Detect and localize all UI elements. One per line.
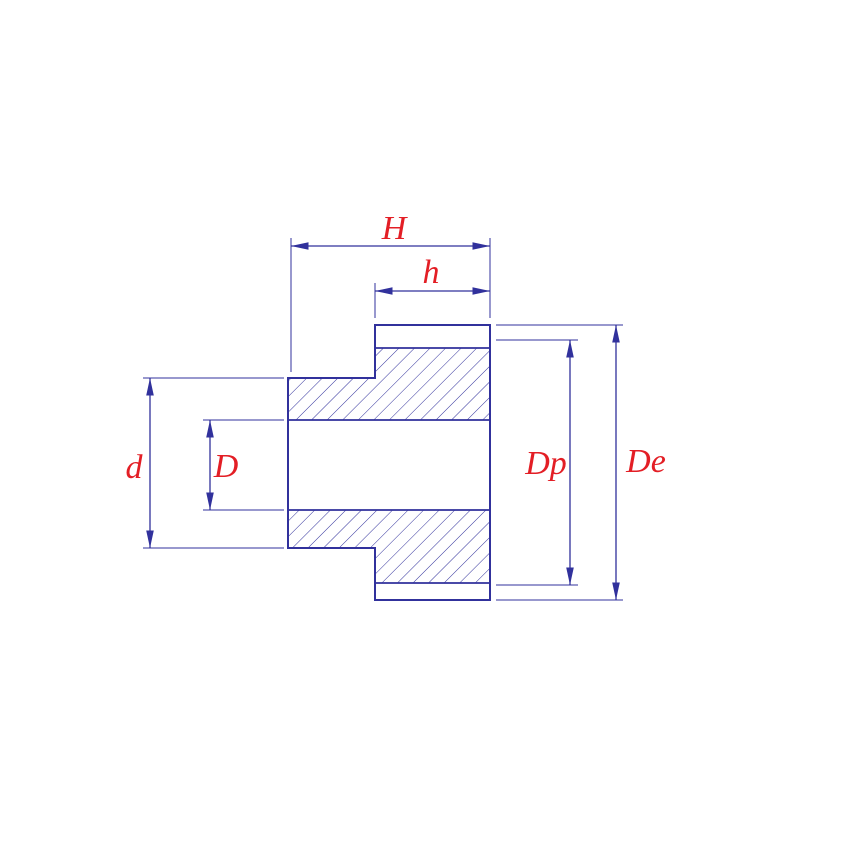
dimension-De: De	[496, 324, 666, 601]
label-H: H	[381, 210, 409, 247]
gear-section-view	[287, 324, 491, 601]
label-Dp: Dp	[524, 445, 567, 482]
upper-rim-hatching	[288, 348, 490, 420]
label-d: d	[126, 449, 144, 486]
lower-rim-hatching	[288, 510, 490, 583]
gear-outline	[287, 324, 491, 601]
label-h: h	[423, 254, 440, 291]
dimension-H: H	[290, 210, 491, 372]
dimension-Dp: Dp	[496, 339, 578, 586]
label-De: De	[625, 443, 666, 480]
label-D: D	[213, 448, 239, 485]
dimension-D: D	[203, 419, 284, 511]
dimension-h: h	[374, 254, 490, 318]
dimension-d: d	[126, 377, 284, 549]
